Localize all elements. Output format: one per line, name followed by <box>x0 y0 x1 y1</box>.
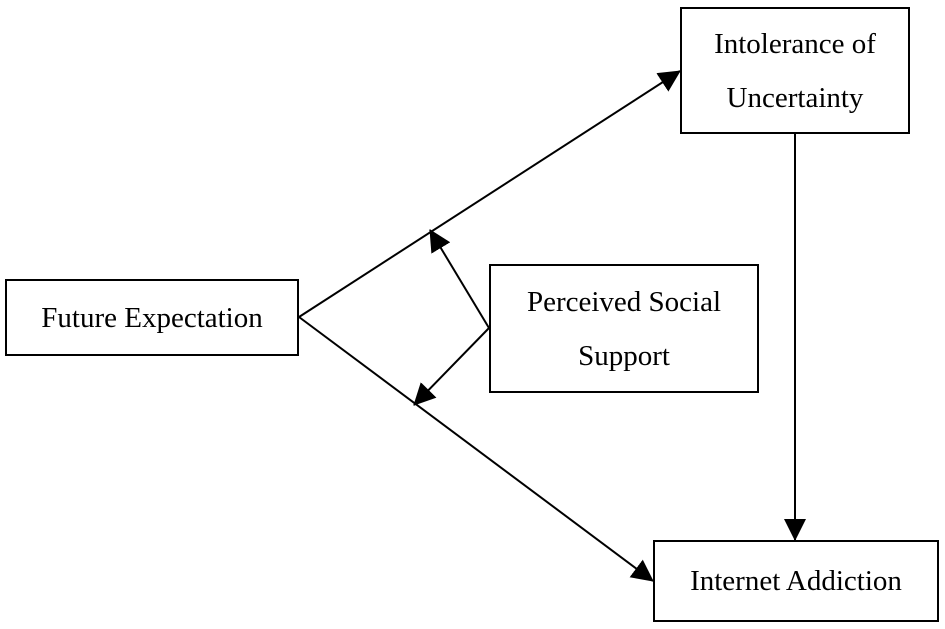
node-internet-addiction-label: Internet Addiction <box>690 565 902 597</box>
node-perceived-social-support: Perceived Social Support <box>489 264 759 393</box>
edge-social-support-to-lower-path <box>413 327 490 406</box>
node-intolerance-of-uncertainty: Intolerance of Uncertainty <box>680 7 910 134</box>
edge-future-to-internet <box>298 316 654 582</box>
node-social-support-line2: Support <box>578 339 670 372</box>
node-intolerance-line2: Uncertainty <box>726 81 864 114</box>
edge-future-to-intolerance <box>298 70 681 318</box>
node-intolerance-line1: Intolerance of <box>714 27 876 60</box>
edge-social-support-to-upper-path <box>429 229 490 329</box>
node-social-support-line1: Perceived Social <box>526 285 722 318</box>
node-internet-addiction: Internet Addiction <box>653 540 939 622</box>
node-future-expectation-label: Future Expectation <box>41 301 263 334</box>
node-future-expectation: Future Expectation <box>5 279 299 356</box>
